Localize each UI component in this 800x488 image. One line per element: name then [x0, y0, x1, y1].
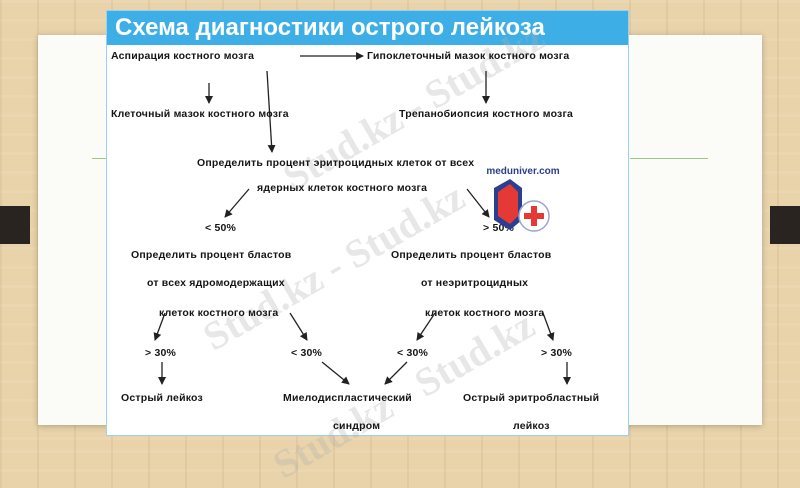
- arrow-less30-to-mds: [321, 361, 350, 385]
- node-erythroid-percent-cont: ядерных клеток костного мозга: [257, 182, 428, 194]
- node-more-30-left: > 30%: [145, 347, 177, 359]
- node-aspiration: Аспирация костного мозга: [111, 50, 255, 62]
- arrow-left-to-less30: [289, 312, 308, 341]
- divider-line-right: [630, 158, 708, 159]
- node-erythroid-percent: Определить процент эритроцидных клеток о…: [197, 157, 475, 169]
- brand-site-label: meduniver.com: [486, 166, 560, 177]
- node-more-30-right: > 30%: [541, 347, 573, 359]
- slide-tab-left: [0, 206, 30, 244]
- node-left-blasts-cont: от всех ядромодержащих: [147, 277, 285, 289]
- arrow-erythroid-to-more50: [466, 188, 490, 218]
- node-right-blasts: Определить процент бластов: [391, 249, 552, 261]
- node-trephine-biopsy: Трепанобиопсия костного мозга: [399, 108, 574, 120]
- arrow-left-to-more30: [153, 312, 166, 341]
- medical-cross-shield-icon: [494, 179, 550, 232]
- node-cellular-smear: Клеточный мазок костного мозга: [111, 108, 289, 120]
- node-right-blasts-cont2: клеток костного мозга: [425, 307, 545, 319]
- node-right-blasts-cont: от неэритроцидных: [421, 277, 529, 289]
- slide-tab-right: [770, 206, 800, 244]
- flow-arrows: [153, 52, 571, 385]
- node-erythroblastic-leukemia-cont: лейкоз: [513, 420, 550, 432]
- arrow-right-to-more30: [542, 312, 555, 341]
- node-mds-cont: синдром: [333, 420, 381, 432]
- node-acute-leukemia: Острый лейкоз: [121, 392, 203, 404]
- node-left-blasts: Определить процент бластов: [131, 249, 292, 261]
- node-less-30-right: < 30%: [397, 347, 429, 359]
- arrow-less30r-to-mds: [384, 361, 408, 385]
- node-less-50: < 50%: [205, 222, 237, 234]
- node-hypocellular-smear: Гипоклеточный мазок костного мозга: [367, 50, 570, 62]
- node-mds: Миелодиспластический: [283, 392, 412, 404]
- node-left-blasts-cont2: клеток костного мозга: [159, 307, 279, 319]
- node-erythroblastic-leukemia: Острый эритробластный: [463, 392, 600, 404]
- arrow-erythroid-to-less50: [224, 188, 250, 218]
- arrow-right-to-less30: [416, 312, 436, 341]
- meduniver-brand[interactable]: meduniver.com: [480, 166, 566, 238]
- node-less-30-left: < 30%: [291, 347, 323, 359]
- arrow-aspiration-to-erythroid: [266, 70, 276, 153]
- diagram-title: Схема диагностики острого лейкоза: [107, 11, 628, 45]
